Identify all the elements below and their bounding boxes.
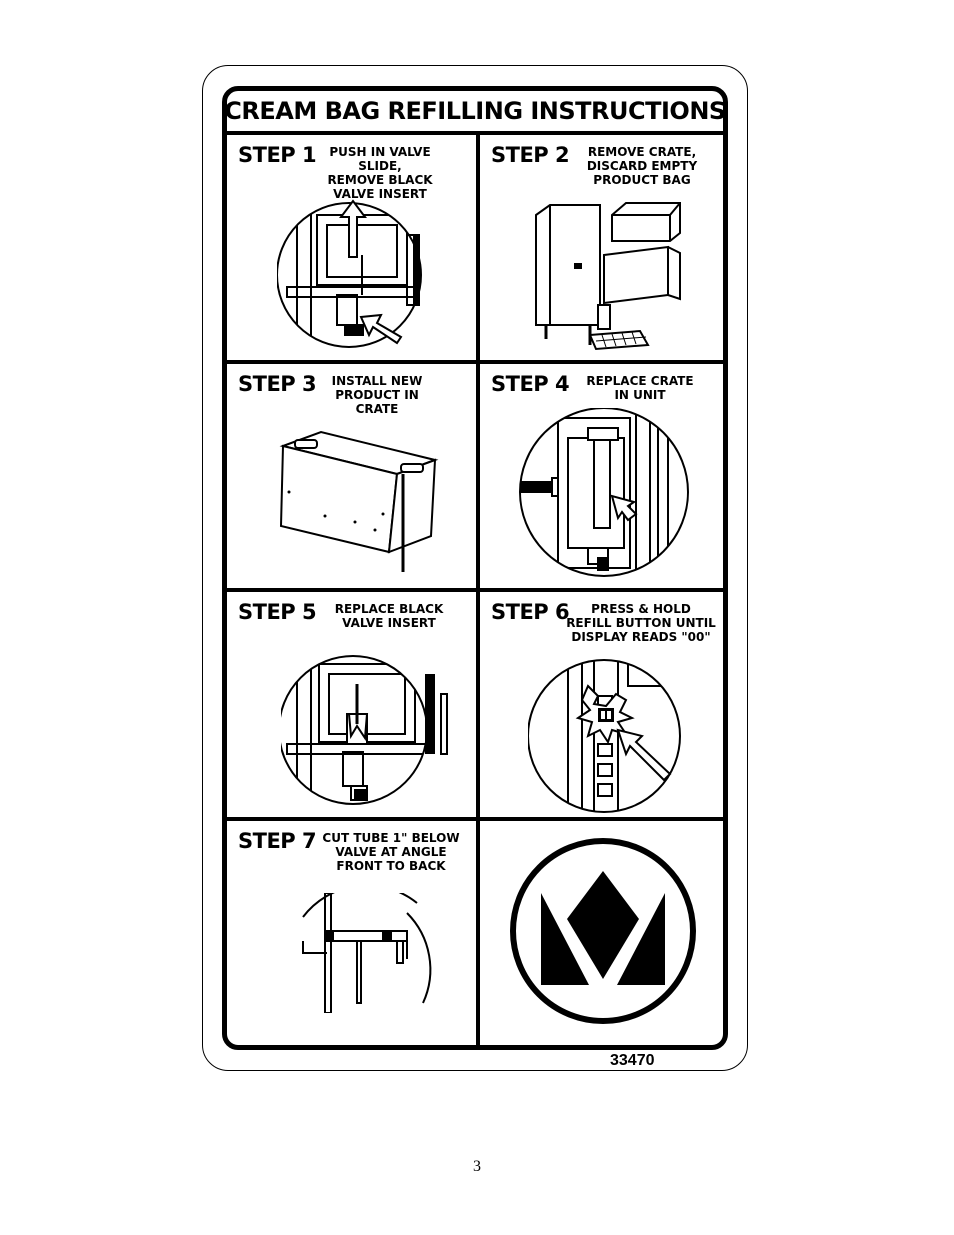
tube-cut-illustration-icon — [302, 893, 432, 1013]
page-number: 3 — [473, 1158, 481, 1175]
step-5-label: STEP 5 — [238, 600, 317, 624]
step-1-cell: STEP 1 PUSH IN VALVE SLIDE, REMOVE BLACK… — [227, 135, 480, 364]
logo-cell — [480, 821, 723, 1045]
product-crate-illustration-icon — [279, 430, 439, 572]
step-2-label: STEP 2 — [491, 143, 570, 167]
instruction-label: CREAM BAG REFILLING INSTRUCTIONS STEP 1 … — [222, 86, 728, 1050]
step-6-label: STEP 6 — [491, 600, 570, 624]
label-title: CREAM BAG REFILLING INSTRUCTIONS — [224, 97, 726, 125]
step-7-cell: STEP 7 CUT TUBE 1" BELOW VALVE AT ANGLE … — [227, 821, 480, 1045]
step-1-label: STEP 1 — [238, 143, 317, 167]
step-4-label: STEP 4 — [491, 372, 570, 396]
crate-insertion-illustration-icon — [519, 408, 689, 577]
step-7-text: CUT TUBE 1" BELOW VALVE AT ANGLE FRONT T… — [322, 831, 460, 873]
step-5-text: REPLACE BLACK VALVE INSERT — [334, 602, 444, 630]
refill-button-illustration-icon — [528, 659, 681, 813]
part-number: 33470 — [610, 1052, 655, 1069]
valve-insert-illustration-icon — [281, 655, 448, 805]
step-7-label: STEP 7 — [238, 829, 317, 853]
valve-slide-illustration-icon — [277, 199, 422, 348]
step-6-text: PRESS & HOLD REFILL BUTTON UNTIL DISPLAY… — [566, 602, 716, 644]
step-6-cell: STEP 6 PRESS & HOLD REFILL BUTTON UNTIL … — [480, 592, 723, 821]
steps-grid: STEP 1 PUSH IN VALVE SLIDE, REMOVE BLACK… — [227, 135, 723, 1045]
step-4-cell: STEP 4 REPLACE CRATE IN UNIT — [480, 364, 723, 592]
step-2-text: REMOVE CRATE, DISCARD EMPTY PRODUCT BAG — [586, 145, 698, 187]
label-outer-border — [202, 65, 748, 1071]
step-1-text: PUSH IN VALVE SLIDE, REMOVE BLACK VALVE … — [327, 145, 433, 201]
step-2-cell: STEP 2 REMOVE CRATE, DISCARD EMPTY PRODU… — [480, 135, 723, 364]
step-3-cell: STEP 3 INSTALL NEW PRODUCT IN CRATE — [227, 364, 480, 592]
title-row: CREAM BAG REFILLING INSTRUCTIONS — [227, 91, 723, 135]
step-5-cell: STEP 5 REPLACE BLACK VALVE INSERT — [227, 592, 480, 821]
crown-logo-icon — [510, 838, 696, 1024]
step-3-label: STEP 3 — [238, 372, 317, 396]
step-4-text: REPLACE CRATE IN UNIT — [586, 374, 694, 402]
step-3-text: INSTALL NEW PRODUCT IN CRATE — [331, 374, 423, 416]
dispenser-crate-removal-illustration-icon — [535, 202, 681, 351]
